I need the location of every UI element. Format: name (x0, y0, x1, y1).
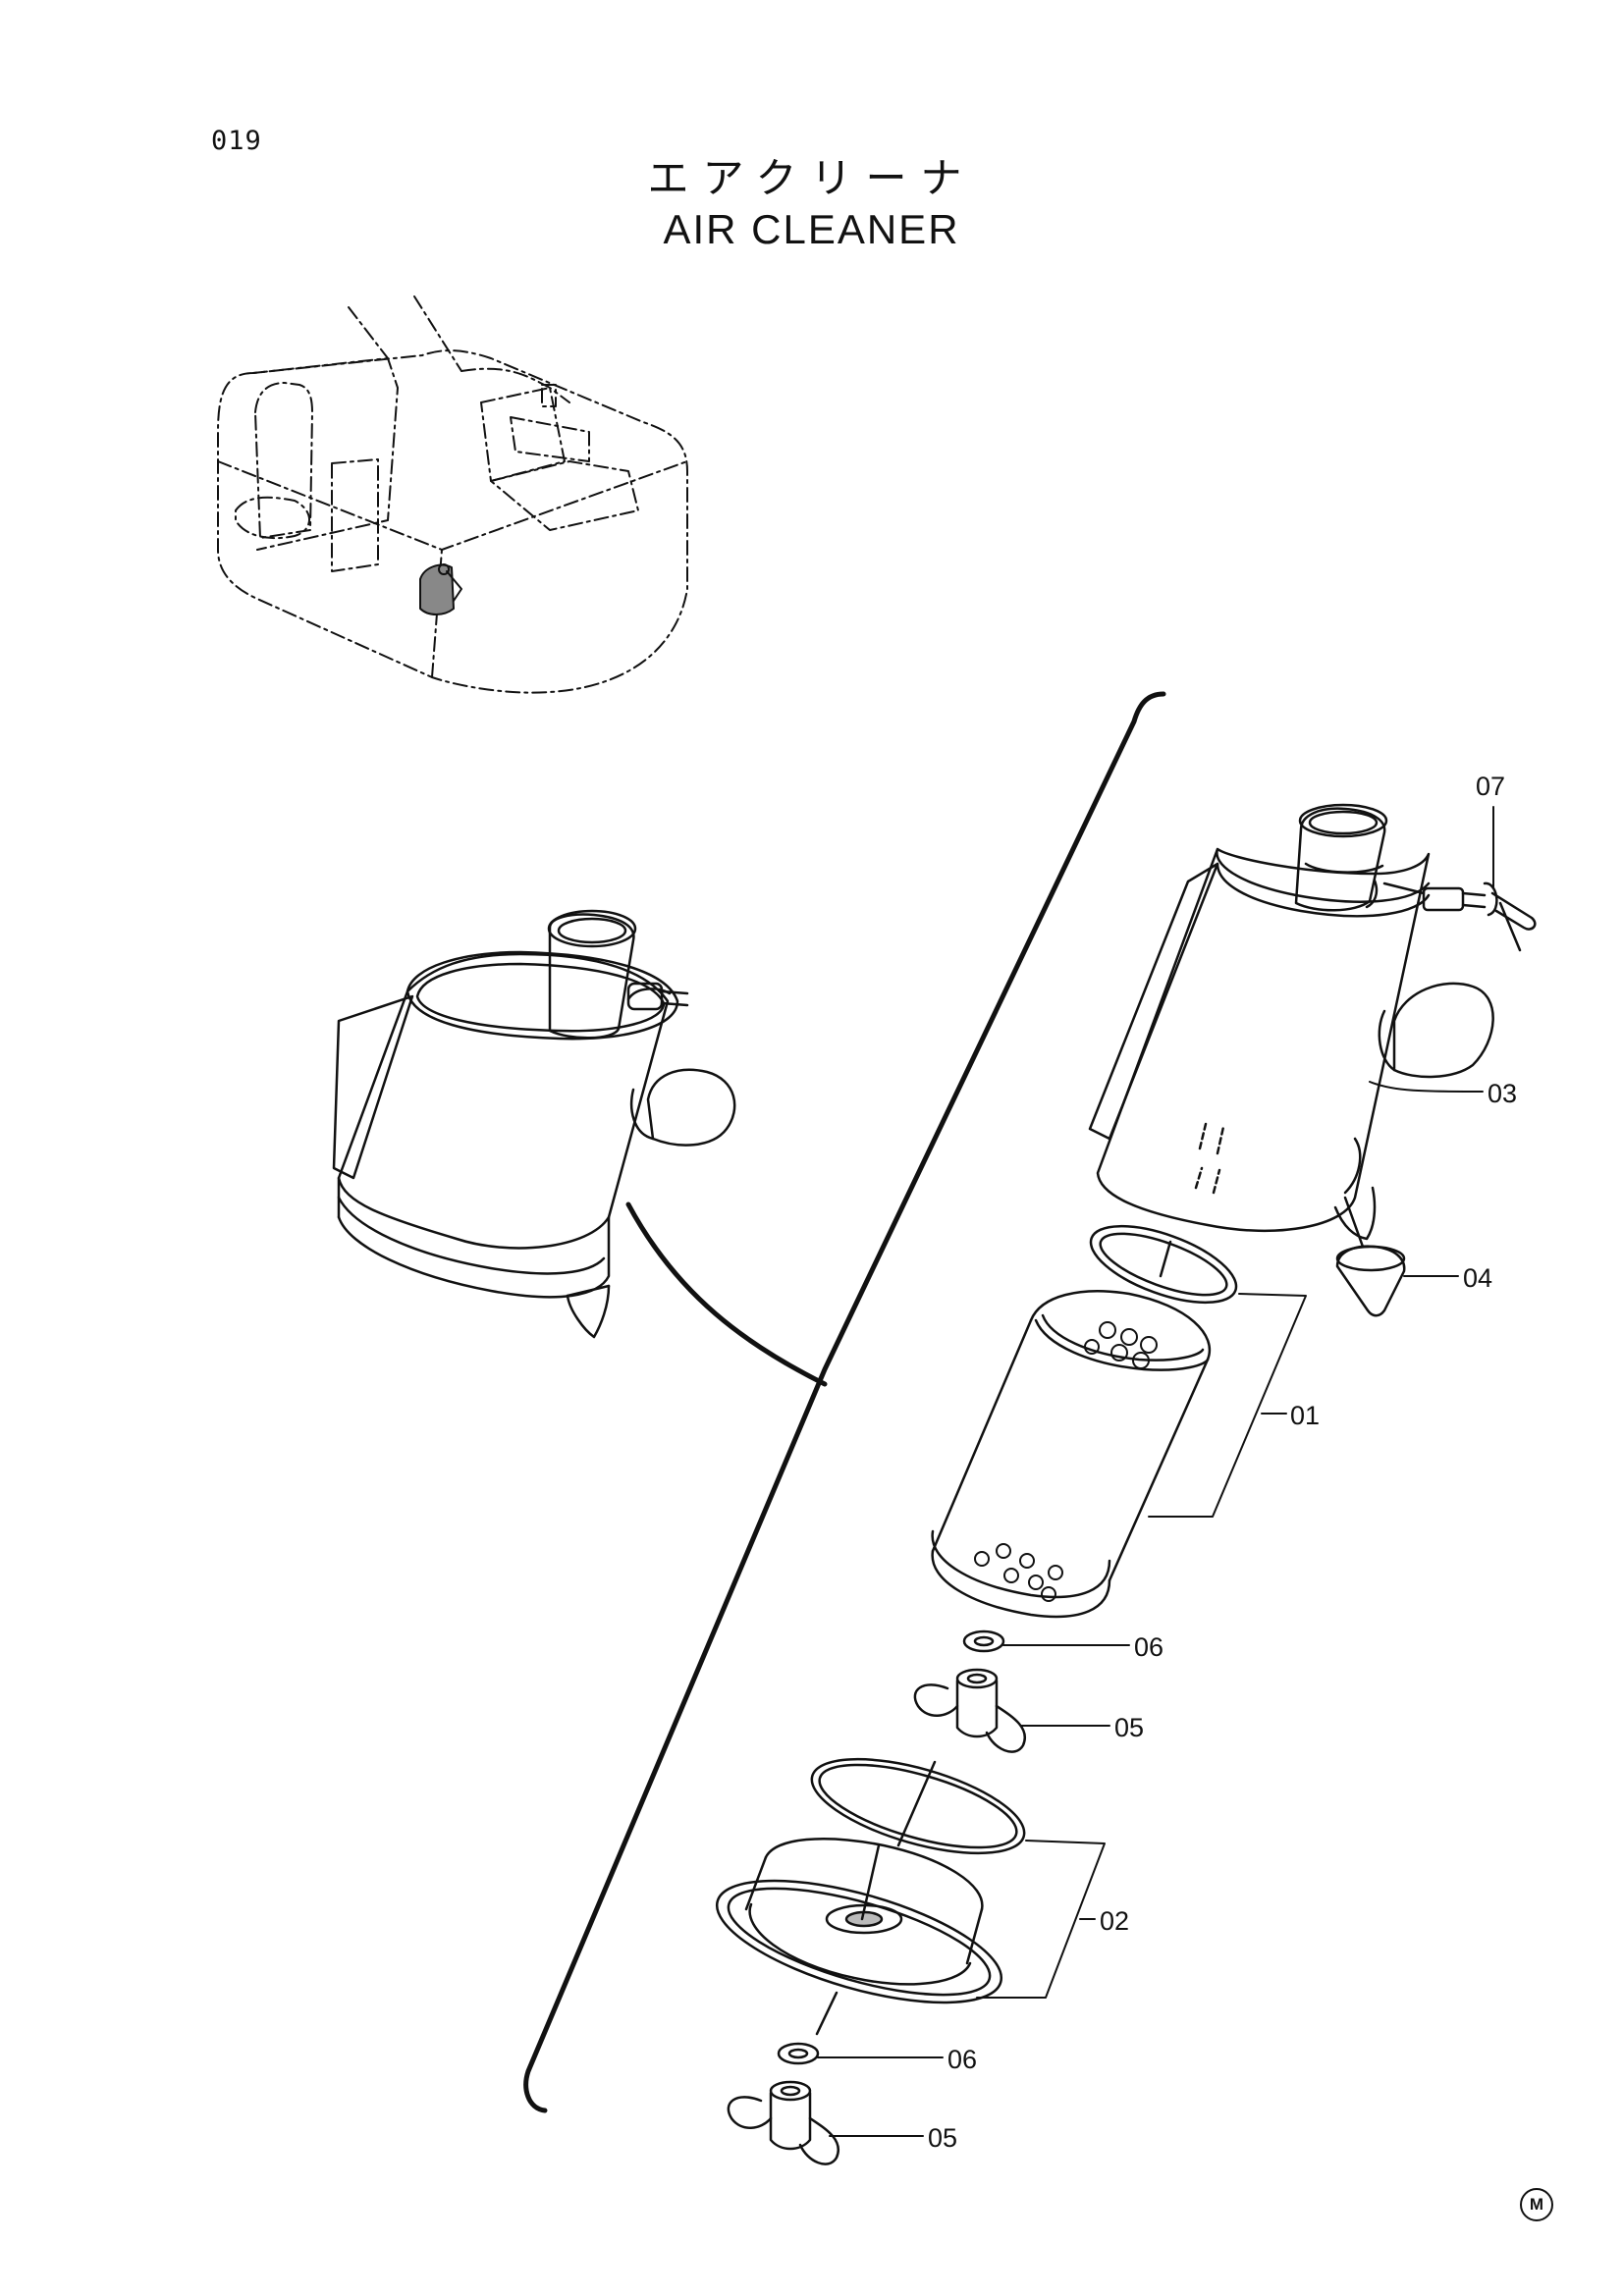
air-cleaner-assembled-view (332, 909, 736, 1339)
filter-element-part-01 (931, 1224, 1238, 1619)
exploded-view-bracket (523, 691, 1166, 2113)
callout-label: 06 (1134, 1632, 1163, 1662)
evacuator-cap-part-04 (1335, 1196, 1406, 1317)
air-cleaner-location-marker (419, 563, 462, 615)
callout-label: 05 (928, 2123, 957, 2153)
title-japanese: エアクリーナ (647, 154, 976, 202)
callout-label: 04 (1463, 1263, 1492, 1293)
washer-part-06-lower (777, 2042, 820, 2065)
callout-leaders (817, 806, 1494, 2137)
washer-part-06-upper (962, 1629, 1005, 1653)
wing-nut-part-05-lower (727, 2080, 839, 2165)
manufacturer-mark: M (1520, 2188, 1553, 2221)
wing-nut-part-05-upper (913, 1668, 1026, 1753)
gasket-part-02 (810, 1757, 1026, 1855)
housing-part-03 (1088, 803, 1537, 1241)
title-english: AIR CLEANER (663, 206, 960, 252)
machine-location-view (217, 295, 688, 694)
page-number: 019 (211, 126, 262, 156)
assembly-leader-curve (625, 1201, 828, 1387)
callout-label: 06 (947, 2045, 977, 2074)
callout-label: 05 (1114, 1713, 1144, 1742)
cover-part-02 (715, 1838, 1003, 2036)
callout-label: 07 (1476, 772, 1505, 801)
callout-label: 03 (1488, 1079, 1517, 1108)
callout-label: 02 (1100, 1906, 1129, 1936)
callout-label: 01 (1290, 1401, 1320, 1430)
